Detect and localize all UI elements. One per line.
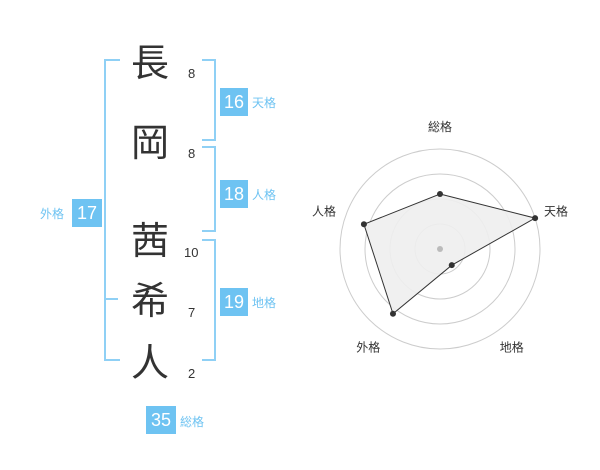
name-char-1: 長 [130, 41, 169, 85]
jinkaku-label: 人格 [252, 188, 277, 202]
stroke-count-4: 7 [188, 305, 196, 320]
radar-point-5 [360, 221, 367, 228]
radar-ring [339, 148, 541, 350]
radar-area [363, 193, 537, 315]
jinkaku-value: 18 [220, 180, 248, 208]
gaikaku-bracket [104, 59, 120, 361]
gaikaku-bracket-tick [104, 298, 118, 300]
radar-point-2 [532, 215, 539, 222]
chikaku-value: 19 [220, 288, 248, 316]
chikaku-label: 地格 [252, 296, 277, 310]
radar-axis-label: 地格 [500, 340, 524, 355]
chikaku-bracket [202, 239, 216, 361]
soukaku-label: 総格 [180, 415, 205, 429]
gaikaku-label: 外格 [40, 207, 65, 221]
gaikaku-value: 17 [72, 199, 102, 227]
radar-point-1 [437, 191, 443, 197]
radar-axis-label: 天格 [544, 203, 568, 218]
tenkaku-bracket [202, 59, 216, 141]
radar-axis-label: 総格 [428, 119, 452, 134]
tenkaku-value: 16 [220, 88, 248, 116]
radar-center-dot [437, 246, 443, 252]
radar-ring [364, 173, 516, 325]
stroke-count-5: 2 [188, 366, 196, 381]
name-char-3: 茜 [130, 219, 169, 263]
radar-axis-label: 外格 [356, 340, 380, 355]
stroke-count-1: 8 [188, 66, 196, 81]
name-char-2: 岡 [130, 121, 169, 165]
radar-axis-label: 人格 [312, 203, 336, 218]
jinkaku-bracket [202, 146, 216, 232]
name-char-4: 希 [130, 279, 169, 323]
radar-point-4 [389, 310, 396, 317]
stroke-count-2: 8 [188, 146, 196, 161]
tenkaku-label: 天格 [252, 96, 277, 110]
name-char-5: 人 [130, 341, 169, 385]
radar-point-3 [448, 262, 455, 269]
soukaku-value: 35 [146, 406, 176, 434]
stroke-count-3: 10 [184, 245, 199, 260]
